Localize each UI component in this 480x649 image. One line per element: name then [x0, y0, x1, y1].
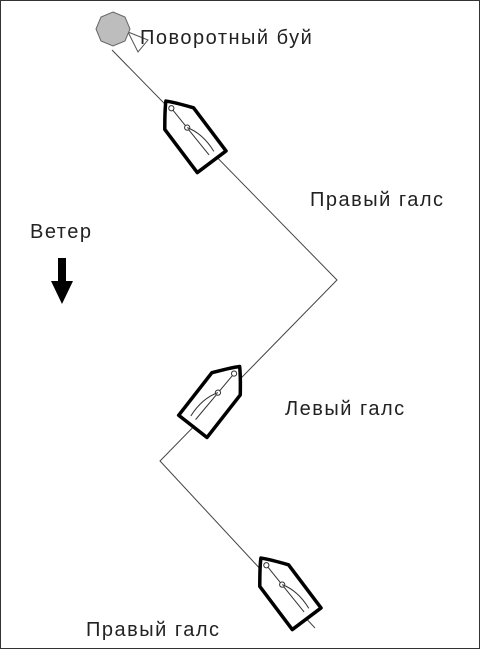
boat-sail: [195, 373, 235, 420]
boat-mast: [214, 389, 222, 396]
sailboat-icon: [163, 99, 228, 175]
buoy-icon: [95, 11, 149, 53]
boat-mast: [184, 124, 191, 131]
course-line: [111, 49, 338, 629]
boat-sail: [170, 107, 210, 156]
boat-boom: [187, 127, 215, 152]
boat-boom: [190, 392, 219, 417]
boat-hull: [176, 364, 243, 440]
boat-boom: [282, 584, 310, 609]
sailboat-icon: [258, 556, 323, 632]
buoy-body: [95, 11, 131, 47]
starboard-tack-lower-label: Правый галс: [86, 619, 221, 641]
boat-mast: [279, 581, 286, 588]
wind-label: Ветер: [30, 221, 92, 243]
port-tack-label: Левый галс: [285, 398, 406, 420]
boat-bow-point: [168, 105, 175, 112]
boat-sail: [265, 564, 305, 613]
starboard-tack-upper-label: Правый галс: [310, 189, 445, 211]
turning-buoy-label: Поворотный буй: [140, 27, 313, 49]
sailboat-icon: [176, 364, 243, 440]
boat-hull: [258, 556, 323, 632]
boat-bow-point: [230, 370, 238, 377]
boat-bow-point: [263, 562, 270, 569]
buoy-flag: [126, 31, 149, 53]
boat-hull: [163, 99, 228, 175]
arrow-down-icon: [51, 258, 73, 304]
